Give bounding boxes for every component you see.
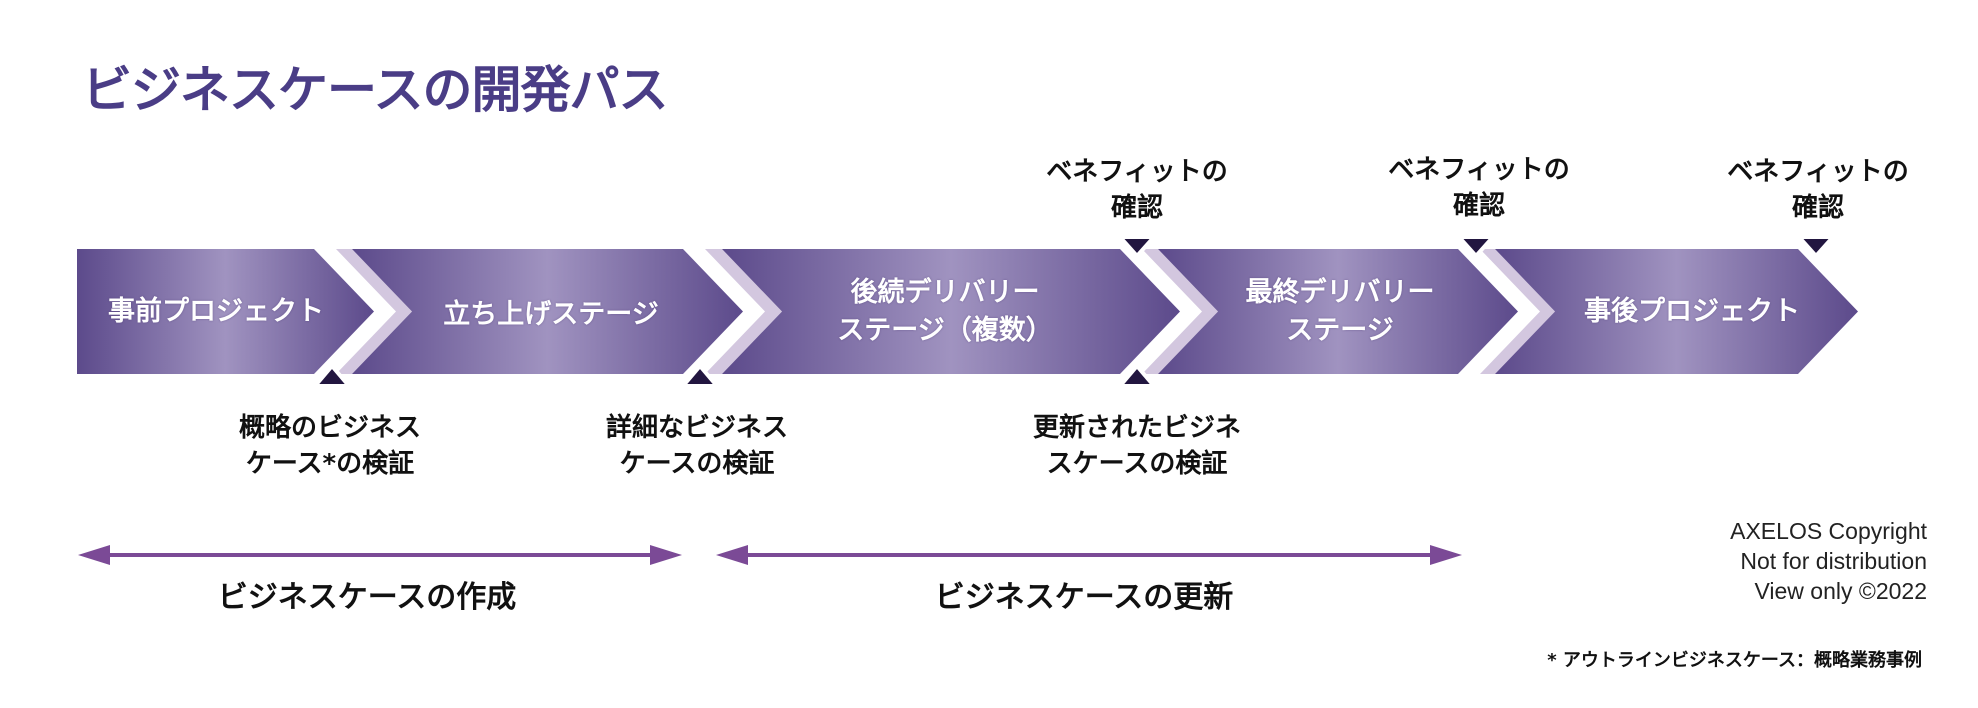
page-title: ビジネスケースの開発パス (82, 61, 668, 119)
stage-shape-subsequent-delivery (722, 249, 1180, 374)
footnote: * アウトラインビジネスケース：概略業務事例 (1547, 650, 1922, 671)
stage-label-final-delivery: 最終デリバリーステージ (1245, 277, 1435, 346)
stage-shape-post-project (1495, 249, 1858, 374)
chevron-separator (1480, 249, 1555, 374)
stage-shape-initiation (352, 249, 743, 374)
chevron-separator (705, 249, 782, 374)
arrowhead-right-icon (650, 545, 682, 565)
stage-shape-pre-project (77, 249, 374, 374)
milestone-marker-down-icon (1454, 235, 1498, 259)
stage-label-subsequent-delivery: 後続デリバリーステージ（複数） (837, 277, 1053, 346)
milestone-label-benefit-review: ベネフィットの確認 (1727, 157, 1909, 223)
stage-label-post-project: 事後プロジェクト (1584, 296, 1800, 327)
span-label-update: ビジネスケースの更新 (934, 580, 1234, 615)
chevron-separator (336, 249, 412, 374)
copyright-line: Not for distribution (1740, 548, 1927, 574)
copyright-notice: AXELOS Copyright Not for distribution Vi… (1730, 516, 1927, 606)
milestone-label-outline-business-case: 概略のビジネスケース*の検証 (238, 413, 422, 479)
milestone-marker-down-icon (1115, 235, 1159, 259)
stage-shape-final-delivery (1158, 249, 1518, 374)
copyright-line: AXELOS Copyright (1730, 518, 1927, 544)
milestone-label-benefit-review: ベネフィットの確認 (1046, 157, 1228, 223)
arrowhead-left-icon (78, 545, 110, 565)
milestone-marker-down-icon (1794, 235, 1838, 259)
span-label-create: ビジネスケースの作成 (217, 580, 517, 615)
milestone-label-benefit-review: ベネフィットの確認 (1388, 155, 1570, 221)
milestone-marker-up-icon (310, 362, 354, 388)
arrowhead-left-icon (716, 545, 748, 565)
span-arrow-update (716, 545, 1462, 565)
arrowhead-right-icon (1430, 545, 1462, 565)
milestone-label-updated-business-case: 更新されたビジネスケースの検証 (1032, 413, 1242, 479)
milestone-label-detailed-business-case: 詳細なビジネスケースの検証 (605, 413, 789, 479)
copyright-line: View only ©2022 (1754, 578, 1927, 604)
milestone-marker-up-icon (1115, 362, 1159, 388)
milestone-marker-up-icon (678, 362, 722, 388)
stage-label-pre-project: 事前プロジェクト (108, 296, 324, 327)
span-arrow-create (78, 545, 682, 565)
chevron-separator (1142, 249, 1218, 374)
stage-label-initiation: 立ち上げステージ (443, 299, 659, 330)
